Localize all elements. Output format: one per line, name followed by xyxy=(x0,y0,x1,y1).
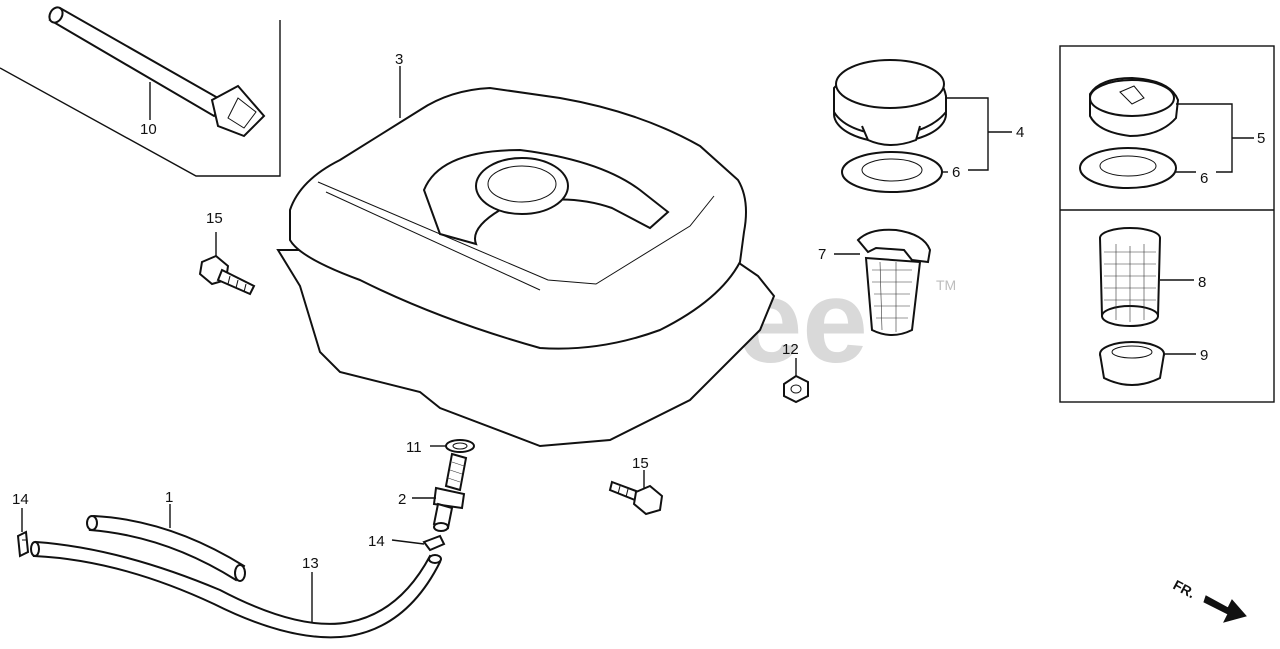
part-8-strainer[interactable] xyxy=(1099,227,1161,327)
part-1-fuel-hose[interactable] xyxy=(86,514,246,582)
part-15-bolt-lower[interactable] xyxy=(608,480,664,516)
callout-14a[interactable]: 14 xyxy=(12,491,29,508)
callout-12[interactable]: 12 xyxy=(782,341,799,358)
callout-1[interactable]: 1 xyxy=(165,489,173,506)
callout-7[interactable]: 7 xyxy=(818,246,826,263)
callout-2[interactable]: 2 xyxy=(398,491,406,508)
front-direction-arrow-icon xyxy=(1203,595,1247,623)
part-10-pipe[interactable] xyxy=(47,5,266,138)
callout-11[interactable]: 11 xyxy=(406,439,422,456)
leader-5 xyxy=(1176,103,1233,173)
callout-9[interactable]: 9 xyxy=(1200,347,1208,364)
callout-13[interactable]: 13 xyxy=(302,555,319,572)
front-direction-label: FR. xyxy=(1171,577,1198,602)
part-14-clip-left[interactable] xyxy=(16,530,30,558)
part-6-gasket-right[interactable] xyxy=(1079,147,1177,189)
inset-frame-alt-cap xyxy=(1059,45,1275,403)
part-14-clip-center[interactable] xyxy=(422,534,446,552)
leader-14b xyxy=(391,539,425,545)
part-13-fuel-tube[interactable] xyxy=(30,540,442,639)
part-9-strainer-collar[interactable] xyxy=(1099,341,1165,386)
part-7-fuel-strainer[interactable] xyxy=(856,228,932,336)
part-6-gasket-left[interactable] xyxy=(841,151,943,193)
callout-8[interactable]: 8 xyxy=(1198,274,1206,291)
callout-6b[interactable]: 6 xyxy=(1200,170,1208,187)
callout-15a[interactable]: 15 xyxy=(206,210,223,227)
callout-14b[interactable]: 14 xyxy=(368,533,385,550)
part-2-fuel-cock[interactable] xyxy=(432,452,468,532)
front-direction-marker: FR. xyxy=(1171,577,1247,623)
part-5-fuel-cap-alt[interactable] xyxy=(1089,76,1180,138)
callout-15b[interactable]: 15 xyxy=(632,455,649,472)
part-15-bolt-upper[interactable] xyxy=(198,254,256,296)
leader-4 xyxy=(946,97,989,171)
part-11-washer[interactable] xyxy=(445,439,475,453)
part-4-fuel-cap[interactable] xyxy=(833,59,947,146)
callout-4[interactable]: 4 xyxy=(1016,124,1024,141)
callout-3[interactable]: 3 xyxy=(395,51,403,68)
callout-5[interactable]: 5 xyxy=(1257,130,1265,147)
part-3-fuel-tank[interactable] xyxy=(276,86,776,448)
watermark-trademark: TM xyxy=(936,277,956,293)
inset-frame-pipe xyxy=(0,20,281,177)
callout-10[interactable]: 10 xyxy=(140,121,157,138)
callout-6a[interactable]: 6 xyxy=(952,164,960,181)
